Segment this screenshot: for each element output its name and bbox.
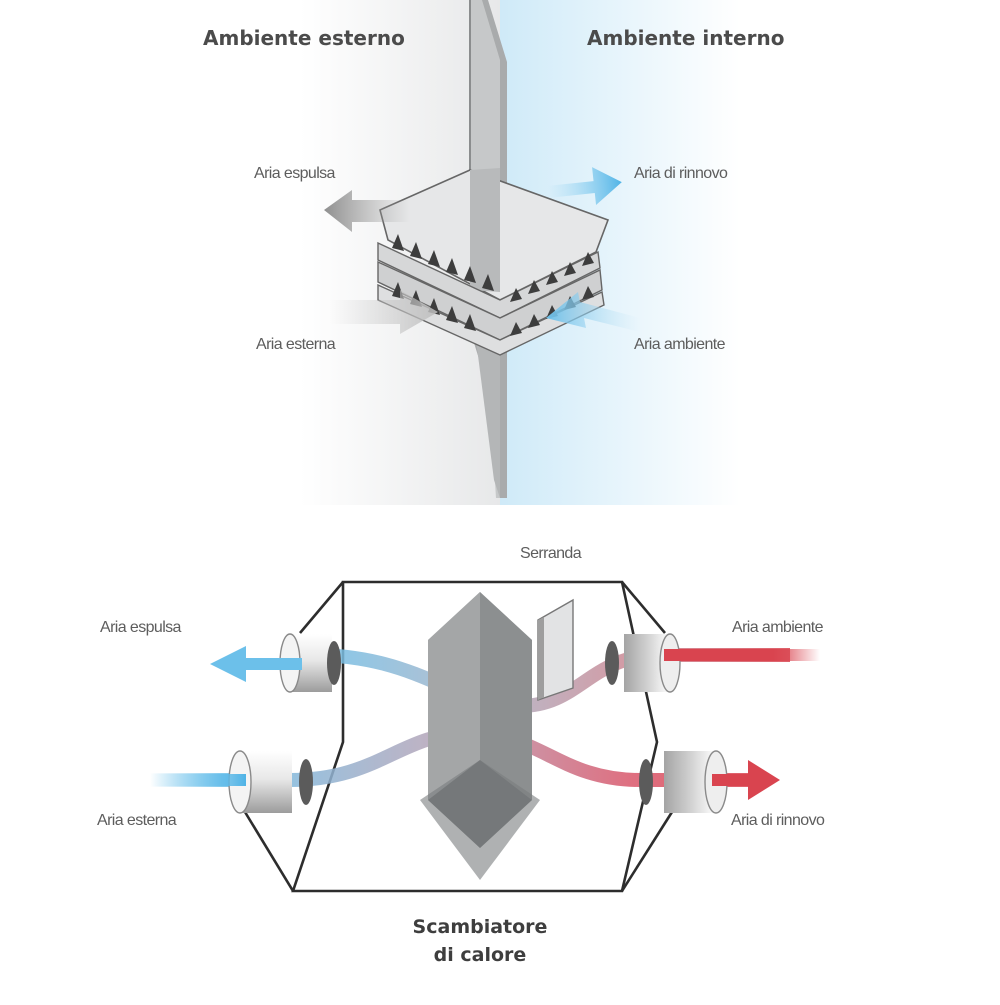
- exhaust-arrow-bottom: [210, 646, 302, 682]
- label-room-air-top: Aria ambiente: [634, 336, 726, 353]
- exhaust-arrow-top: [324, 190, 410, 232]
- label-damper: Serranda: [520, 545, 582, 562]
- room-air-arrow-top: [546, 292, 640, 332]
- label-outdoor-air-bottom: Aria esterna: [97, 812, 177, 829]
- heat-recovery-core: [377, 168, 610, 356]
- label-outdoor-air-top: Aria esterna: [256, 336, 336, 353]
- damper-plate: [537, 598, 574, 701]
- heat-exchanger-caption: Scambiatore di calore: [380, 913, 580, 969]
- label-room-air-bottom: Aria ambiente: [732, 619, 824, 636]
- outdoor-air-arrow-top: [330, 290, 438, 334]
- duct-outdoor-intake: [228, 750, 313, 814]
- outdoor-environment-title: Ambiente esterno: [203, 26, 405, 50]
- label-exhaust-bottom: Aria espulsa: [100, 619, 181, 636]
- fresh-air-arrow-bottom: [712, 760, 780, 800]
- outdoor-air-stream: [150, 774, 246, 786]
- label-fresh-air-top: Aria di rinnovo: [634, 165, 728, 182]
- indoor-environment-title: Ambiente interno: [587, 26, 785, 50]
- room-air-stream: [664, 649, 820, 661]
- label-exhaust-top: Aria espulsa: [254, 165, 335, 182]
- duct-room-intake: [605, 633, 681, 693]
- fresh-air-arrow-top: [547, 167, 622, 205]
- heat-exchanger-caption-line1: Scambiatore: [412, 916, 548, 938]
- heat-exchanger-caption-line2: di calore: [433, 944, 527, 966]
- duct-fresh-supply: [639, 750, 728, 814]
- heat-exchanger: [420, 592, 540, 880]
- label-fresh-air-bottom: Aria di rinnovo: [731, 812, 825, 829]
